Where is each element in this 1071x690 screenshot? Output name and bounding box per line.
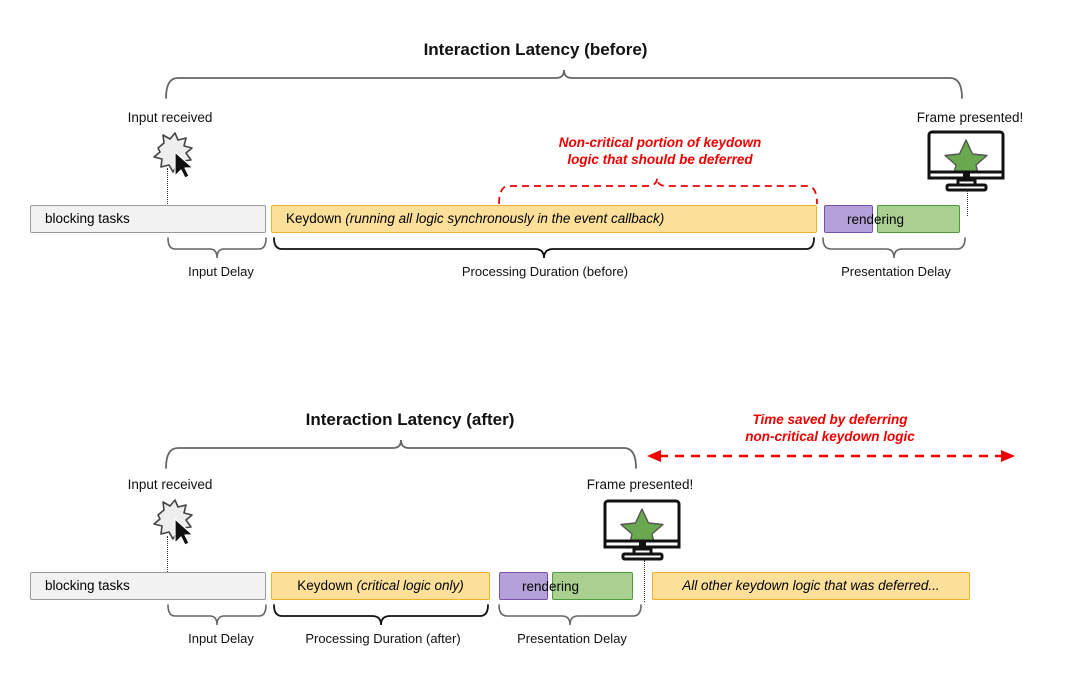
before-noncritical-dashed-brace (498, 177, 818, 205)
after-input-delay-brace (167, 604, 267, 626)
after-presentation-delay-brace (498, 604, 642, 626)
after-input-received-label: Input received (127, 477, 213, 492)
before-section-title: Interaction Latency (before) (423, 40, 648, 59)
after-keydown-italic: (critical logic only) (356, 578, 464, 594)
after-annotation: Time saved by deferring non-critical key… (650, 412, 1010, 446)
after-annotation-line-1: Time saved by deferring (752, 412, 908, 427)
after-frame-presented-label: Frame presented! (586, 477, 694, 492)
before-keydown-italic: (running all logic synchronously in the … (345, 211, 665, 227)
after-keydown-prefix: Keydown (297, 578, 357, 594)
before-blocking-tasks-label: blocking tasks (45, 211, 130, 227)
after-phase-label-processing-duration: Processing Duration (after) (305, 631, 461, 646)
before-bar-rendering-green (877, 205, 960, 233)
before-presentation-delay-brace (822, 237, 966, 259)
before-phase-label-input-delay: Input Delay (188, 264, 254, 279)
before-input-received-label: Input received (127, 110, 213, 125)
after-annotation-line-2: non-critical keydown logic (745, 428, 915, 444)
before-annotation-line-1: Non-critical portion of keydown (558, 135, 762, 150)
after-bar-blocking-tasks: blocking tasks (30, 572, 266, 600)
before-phase-label-processing-duration: Processing Duration (before) (461, 264, 629, 279)
after-keydown-label: Keydown (critical logic only) (272, 579, 489, 593)
monitor-star-icon (603, 499, 681, 561)
after-bar-rendering-green (552, 572, 633, 600)
after-bar-deferred-keydown: All other keydown logic that was deferre… (652, 572, 970, 600)
after-processing-duration-brace (273, 604, 489, 626)
before-bar-rendering-purple (824, 205, 873, 233)
before-annotation-line-2: logic that should be deferred (567, 151, 753, 167)
after-bar-keydown: Keydown (critical logic only) (271, 572, 490, 600)
before-processing-duration-brace (273, 237, 815, 259)
after-time-saved-arrow (647, 450, 1015, 462)
before-frame-guide-line (967, 190, 968, 216)
after-section-title: Interaction Latency (after) (305, 410, 515, 429)
after-phase-label-presentation-delay: Presentation Delay (517, 631, 627, 646)
before-frame-presented-label: Frame presented! (916, 110, 1024, 125)
after-blocking-tasks-label: blocking tasks (45, 578, 130, 594)
after-latency-brace (165, 439, 637, 469)
before-bar-keydown: Keydown (running all logic synchronously… (271, 205, 817, 233)
after-phase-label-input-delay: Input Delay (188, 631, 254, 646)
before-keydown-label: Keydown (running all logic synchronously… (272, 212, 664, 226)
burst-cursor-icon (153, 132, 194, 179)
before-bar-blocking-tasks: blocking tasks (30, 205, 266, 233)
before-rendering-label: rendering (847, 212, 905, 227)
before-annotation: Non-critical portion of keydown logic th… (480, 135, 840, 169)
before-input-guide-line (167, 168, 168, 212)
burst-cursor-icon (153, 499, 194, 546)
before-latency-brace (165, 69, 963, 99)
before-phase-label-presentation-delay: Presentation Delay (841, 264, 951, 279)
before-keydown-prefix: Keydown (286, 211, 346, 227)
after-deferred-text: All other keydown logic that was deferre… (682, 578, 940, 594)
before-input-delay-brace (167, 237, 267, 259)
after-bar-rendering-purple (499, 572, 548, 600)
after-frame-guide-line (644, 560, 645, 602)
after-input-guide-line (167, 536, 168, 578)
after-deferred-label: All other keydown logic that was deferre… (653, 579, 969, 593)
monitor-star-icon (927, 130, 1005, 192)
after-rendering-label: rendering (522, 579, 580, 594)
